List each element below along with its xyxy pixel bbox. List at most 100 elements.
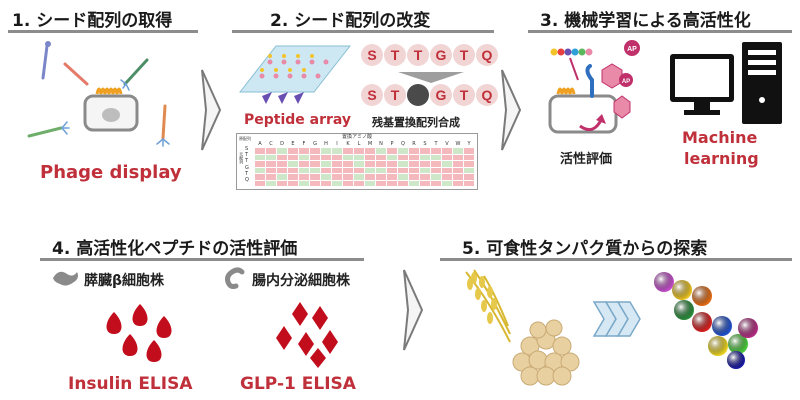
heatmap-cell <box>266 161 277 168</box>
heatmap-column-label: V <box>442 141 453 148</box>
heatmap-cell <box>299 180 310 187</box>
step1-title: 1. シード配列の取得 <box>12 11 173 31</box>
heatmap-cell <box>464 148 475 155</box>
heatmap-column-label: L <box>354 141 365 148</box>
heatmap-cell <box>420 148 431 155</box>
heatmap-cell <box>398 180 409 187</box>
seq-bottom-residue: T <box>384 84 406 106</box>
heatmap-cell <box>431 174 442 181</box>
heatmap-cell <box>464 161 475 168</box>
heatmap-cell <box>332 174 343 181</box>
heatmap-column-label: W <box>453 141 464 148</box>
heatmap-cell <box>387 148 398 155</box>
heatmap-cell <box>255 180 266 187</box>
seq-bottom-residue: T <box>453 84 475 106</box>
heatmap-cell <box>387 180 398 187</box>
triple-chevron-icon <box>592 301 641 337</box>
heatmap-corner-label: 原配列 <box>239 136 251 141</box>
heatmap-cell <box>376 148 387 155</box>
heatmap-cell <box>343 148 354 155</box>
activity-assay-illustration: AP AP <box>548 40 640 134</box>
heatmap-cell <box>376 154 387 161</box>
heatmap-column-label: G <box>310 141 321 148</box>
heatmap-cell <box>398 167 409 174</box>
heatmap-cell <box>310 167 321 174</box>
heatmap-cell <box>431 180 442 187</box>
heatmap-cell <box>398 154 409 161</box>
heatmap-cell <box>420 167 431 174</box>
heatmap-cell <box>299 174 310 181</box>
step4-title: 4. 高活性化ペプチドの活性評価 <box>52 239 298 259</box>
heatmap-cell <box>387 154 398 161</box>
pancreas-icon <box>53 271 78 286</box>
heatmap-cell <box>442 174 453 181</box>
heatmap-cell <box>442 148 453 155</box>
computer-icon <box>670 42 782 124</box>
seq-bottom-residue: G <box>430 84 452 106</box>
heatmap-column-label: N <box>376 141 387 148</box>
heatmap-cell <box>365 174 376 181</box>
heatmap-cell <box>277 154 288 161</box>
heatmap-cell <box>343 154 354 161</box>
heatmap-cell <box>354 167 365 174</box>
heatmap-cell <box>277 174 288 181</box>
heatmap-cell <box>299 167 310 174</box>
heatmap-cell <box>321 148 332 155</box>
heatmap-column-label: D <box>277 141 288 148</box>
heatmap-cell <box>398 148 409 155</box>
step2-title-rule <box>232 30 494 33</box>
heatmap-cell <box>464 154 475 161</box>
heatmap-cell <box>266 180 277 187</box>
heatmap-cell <box>387 161 398 168</box>
heatmap-cell <box>310 180 321 187</box>
rice-and-soybean-illustration <box>465 269 580 386</box>
heatmap-cell <box>288 167 299 174</box>
heatmap-column-label: E <box>288 141 299 148</box>
heatmap-cell <box>343 161 354 168</box>
heatmap-cell <box>321 161 332 168</box>
ml-label-line1: Machine <box>682 128 758 147</box>
heatmap-row-label: G <box>245 164 249 171</box>
heatmap-cell <box>442 154 453 161</box>
heatmap-cell <box>398 161 409 168</box>
glp1-diamonds-icon <box>276 302 338 368</box>
heatmap-cell <box>431 167 442 174</box>
heatmap-cell <box>255 161 266 168</box>
heatmap-cell <box>266 167 277 174</box>
seq-top-residue: G <box>430 44 452 66</box>
activity-eval-label: 活性評価 <box>560 152 613 167</box>
heatmap-column-label: Q <box>398 141 409 148</box>
heatmap-row-label: T <box>245 152 249 159</box>
heatmap-cell <box>365 161 376 168</box>
heatmap-cell <box>343 180 354 187</box>
heatmap-cell <box>464 167 475 174</box>
heatmap-cell <box>299 148 310 155</box>
heatmap-column-label: C <box>266 141 277 148</box>
heatmap-column-label: F <box>299 141 310 148</box>
intestine-icon <box>225 267 245 289</box>
seq-top-residue: T <box>453 44 475 66</box>
heatmap-cell <box>321 154 332 161</box>
step1-title-rule <box>8 30 198 33</box>
heatmap-cell <box>255 167 266 174</box>
step3-title: 3. 機械学習による高活性化 <box>540 11 751 31</box>
peptide-array-label: Peptide array <box>244 112 352 128</box>
heatmap-column-label: A <box>255 141 266 148</box>
heatmap-cell <box>453 161 464 168</box>
heatmap-row-label: T <box>245 170 249 177</box>
step2-title: 2. シード配列の改変 <box>270 11 431 31</box>
heatmap-row-label: Q <box>245 177 249 184</box>
heatmap-title: 置換アミノ酸 <box>342 134 372 140</box>
heatmap-cell <box>431 154 442 161</box>
heatmap-cell <box>365 180 376 187</box>
heatmap-cell <box>442 161 453 168</box>
arrow-down-icon <box>398 72 464 83</box>
substitution-caption: 残基置換配列合成 <box>372 116 460 129</box>
heatmap-cell <box>310 174 321 181</box>
heatmap-cell <box>420 174 431 181</box>
heatmap-row-axis-label: 元配列 <box>239 152 245 164</box>
heatmap-cell <box>255 174 266 181</box>
heatmap-column-label: R <box>409 141 420 148</box>
seq-top-residue: S <box>361 44 383 66</box>
heatmap-cell <box>310 148 321 155</box>
